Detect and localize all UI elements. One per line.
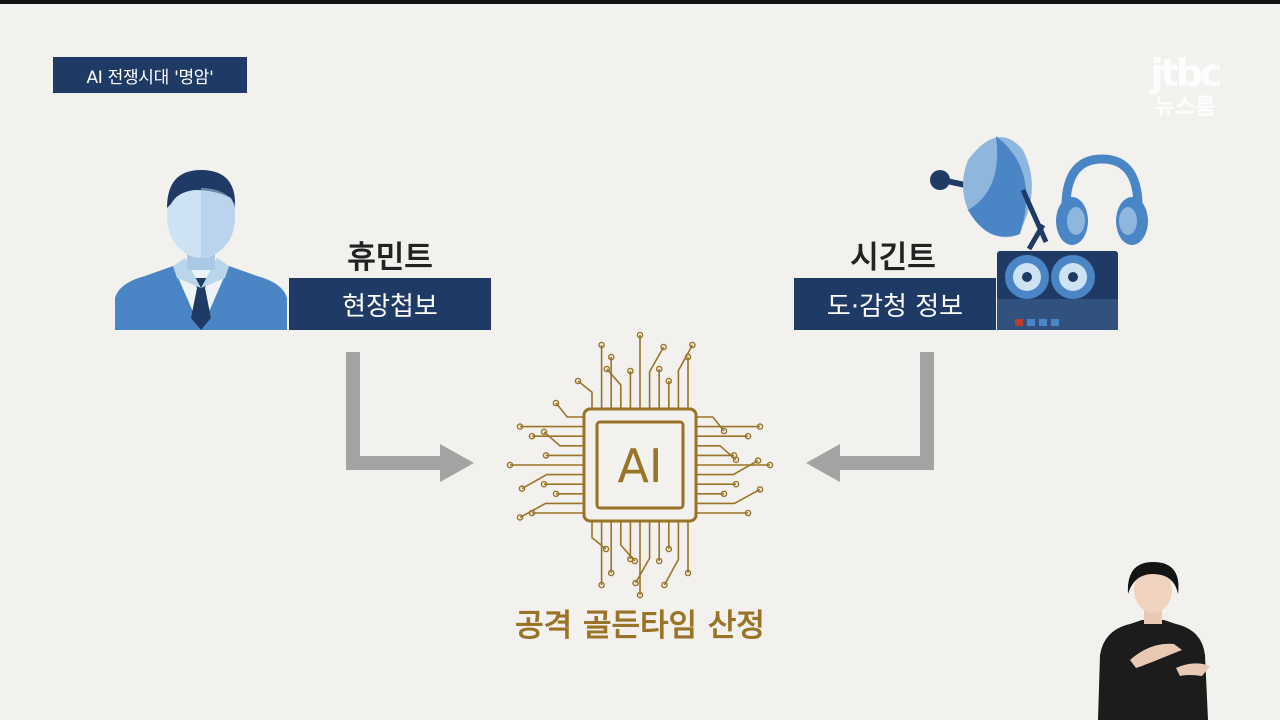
headphones-icon bbox=[1056, 154, 1148, 245]
arrow-right-icon bbox=[346, 352, 474, 482]
sign-language-interpreter bbox=[1098, 562, 1210, 720]
person-icon bbox=[115, 170, 287, 330]
logo-line-2: 뉴스룸 bbox=[1154, 95, 1216, 120]
broadcaster-logo: jtbc 뉴스룸 bbox=[1140, 52, 1230, 132]
arrow-left-icon bbox=[806, 352, 934, 482]
chip-label: AI bbox=[617, 439, 662, 493]
satellite-dish-icon bbox=[930, 136, 1049, 244]
sigint-subtitle: 도·감청 정보 bbox=[794, 278, 996, 330]
humint-subtitle: 현장첩보 bbox=[289, 278, 491, 330]
ai-chip-icon: AI bbox=[506, 331, 774, 599]
tape-recorder-icon bbox=[997, 223, 1118, 330]
logo-line-1: jtbc bbox=[1150, 51, 1223, 95]
result-caption: 공격 골든타임 산정 bbox=[515, 608, 765, 644]
sigint-title: 시긴트 bbox=[850, 240, 936, 276]
segment-tag: AI 전쟁시대 '명암' bbox=[53, 57, 247, 93]
top-border bbox=[0, 0, 1280, 4]
humint-title: 휴민트 bbox=[347, 240, 433, 276]
